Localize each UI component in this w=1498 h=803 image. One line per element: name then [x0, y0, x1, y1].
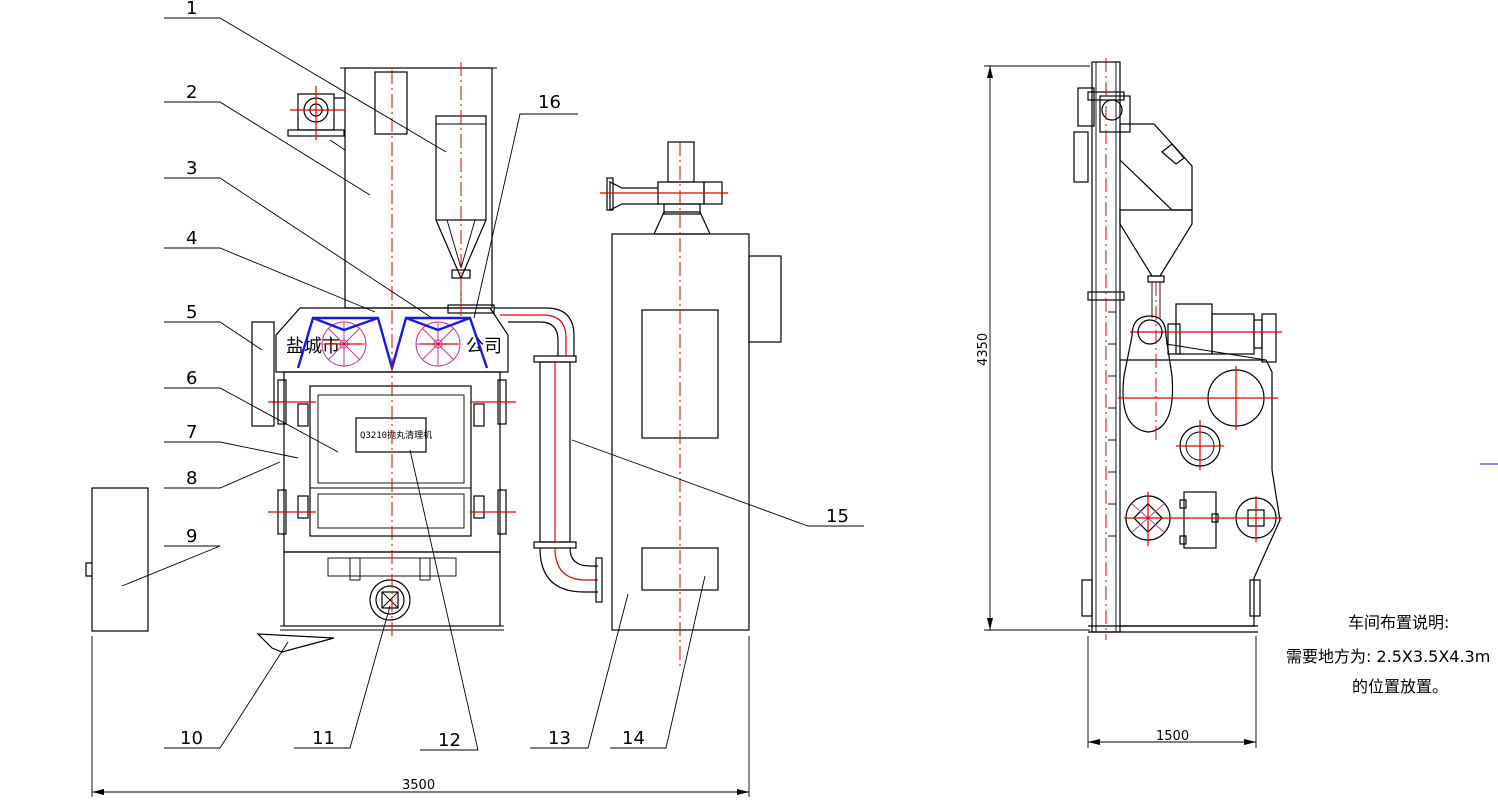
- front-width-dimension: 3500: [91, 636, 750, 797]
- screw-conveyor-end: [369, 579, 411, 621]
- callout-15: 15: [826, 506, 849, 527]
- control-cabinet: [91, 487, 149, 632]
- callout-11: 11: [312, 728, 335, 749]
- side-lower-components: [1124, 491, 1282, 549]
- workshop-notes: 车间布置说明: 需要地方为: 2.5X3.5X4.3m 的位置放置。: [1286, 613, 1490, 696]
- side-cabinet: [1120, 359, 1281, 627]
- side-separator-cone: [1119, 209, 1193, 277]
- front-view: 盐城市 公司 Q3210抛丸清理机: [85, 62, 782, 666]
- watermark-left: 盐城市: [286, 336, 340, 357]
- callout-7: 7: [186, 422, 197, 443]
- callout-9: 9: [186, 526, 197, 547]
- top-flange: [447, 304, 495, 314]
- callout-3: 3: [186, 158, 197, 179]
- callout-4: 4: [186, 228, 197, 249]
- callout-14: 14: [622, 728, 645, 749]
- door-upper-panel: [317, 394, 465, 484]
- dust-collector: [600, 141, 782, 631]
- notes-title: 车间布置说明:: [1348, 613, 1449, 632]
- side-height-dimension: 4350: [976, 65, 1090, 631]
- callout-5: 5: [186, 302, 197, 323]
- callout-6: 6: [186, 368, 197, 389]
- nameplate-text: Q3210抛丸清理机: [360, 429, 432, 441]
- dimension-side-height: 4350: [976, 333, 991, 366]
- callout-16: 16: [538, 92, 561, 113]
- elevator-head-box: [374, 71, 408, 135]
- side-view: [1073, 58, 1498, 640]
- control-panel-left: [251, 321, 275, 427]
- notes-line-1: 需要地方为: 2.5X3.5X4.3m: [1286, 647, 1490, 666]
- callout-2: 2: [186, 82, 197, 103]
- side-width-dimension: 1500: [1087, 636, 1257, 748]
- callout-leaders: [121, 17, 864, 751]
- dimension-front-width: 3500: [402, 778, 435, 793]
- elevator-motor: [287, 86, 345, 140]
- hinges: [268, 379, 516, 535]
- cabinet-top: [275, 307, 509, 373]
- dust-duct: [494, 307, 603, 603]
- watermark-right: 公司: [466, 336, 502, 357]
- door-frame: [309, 385, 472, 537]
- shot-pile: [256, 633, 335, 653]
- callout-1: 1: [186, 0, 197, 19]
- door-lower-panel: [317, 493, 465, 529]
- side-wheel-housing: [1122, 315, 1174, 433]
- callout-13: 13: [548, 728, 571, 749]
- callout-12: 12: [438, 730, 461, 751]
- side-ladder-marks: [1108, 311, 1116, 537]
- notes-line-2: 的位置放置。: [1352, 677, 1448, 696]
- dimension-side-width: 1500: [1156, 729, 1189, 744]
- nameplate-box: [355, 417, 427, 453]
- callout-numbers: 1 2 3 4 5 6 7 8 9 10 11 12 13 14 15 16: [180, 0, 849, 751]
- callout-10: 10: [180, 728, 203, 749]
- callout-8: 8: [186, 468, 197, 489]
